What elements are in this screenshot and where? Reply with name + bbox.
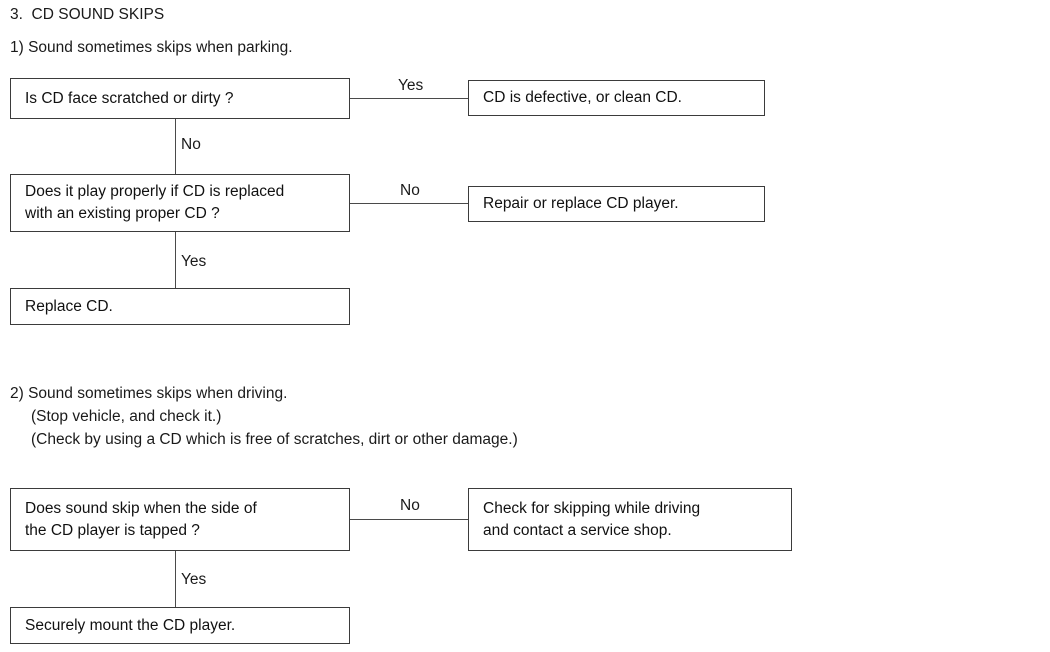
case2-decision1-yes-label: Yes (181, 571, 207, 588)
case1-decision1-yes-result-box: CD is defective, or clean CD. (468, 80, 765, 116)
case1-decision1-no-label: No (181, 136, 201, 153)
case2-decision1-yes-connector (175, 551, 176, 607)
case1-decision2-box: Does it play properly if CD is replaced … (10, 174, 350, 232)
case1-decision2-yes-result-label: Replace CD. (25, 297, 113, 315)
case1-decision2-label: Does it play properly if CD is replaced … (25, 183, 285, 222)
case2-decision1-yes-result-box: Securely mount the CD player. (10, 607, 350, 644)
case1-decision2-yes-connector (175, 232, 176, 288)
case2-note-2: (Check by using a CD which is free of sc… (31, 431, 518, 448)
case2-decision1-label: Does sound skip when the side of the CD … (25, 499, 257, 539)
case1-decision2-no-result-label: Repair or replace CD player. (483, 195, 679, 212)
case2-decision1-no-result-box: Check for skipping while driving and con… (468, 488, 792, 551)
case1-decision1-box: Is CD face scratched or dirty ? (10, 78, 350, 119)
case1-decision2-no-result-box: Repair or replace CD player. (468, 186, 765, 222)
page-title: 3. CD SOUND SKIPS (10, 6, 165, 23)
case2-decision1-no-label: No (400, 497, 420, 514)
case2-decision1-no-result-label: Check for skipping while driving and con… (483, 499, 701, 539)
case1-decision1-yes-result-label: CD is defective, or clean CD. (483, 89, 682, 106)
case2-title: 2) Sound sometimes skips when driving. (10, 385, 288, 402)
case1-decision1-yes-connector (350, 98, 468, 99)
case1-decision2-yes-result-box: Replace CD. (10, 288, 350, 325)
case1-decision2-yes-label: Yes (181, 253, 207, 270)
case2-decision1-box: Does sound skip when the side of the CD … (10, 488, 350, 551)
case1-decision2-no-label: No (400, 182, 420, 199)
case1-title: 1) Sound sometimes skips when parking. (10, 39, 293, 56)
case2-note-1: (Stop vehicle, and check it.) (31, 408, 222, 425)
case1-decision1-yes-label: Yes (398, 77, 424, 94)
case2-decision1-no-connector (350, 519, 468, 520)
case1-decision2-no-connector (350, 203, 468, 204)
case2-decision1-yes-result-label: Securely mount the CD player. (25, 616, 236, 634)
case1-decision1-label: Is CD face scratched or dirty ? (25, 89, 234, 107)
case1-decision1-no-connector (175, 119, 176, 174)
